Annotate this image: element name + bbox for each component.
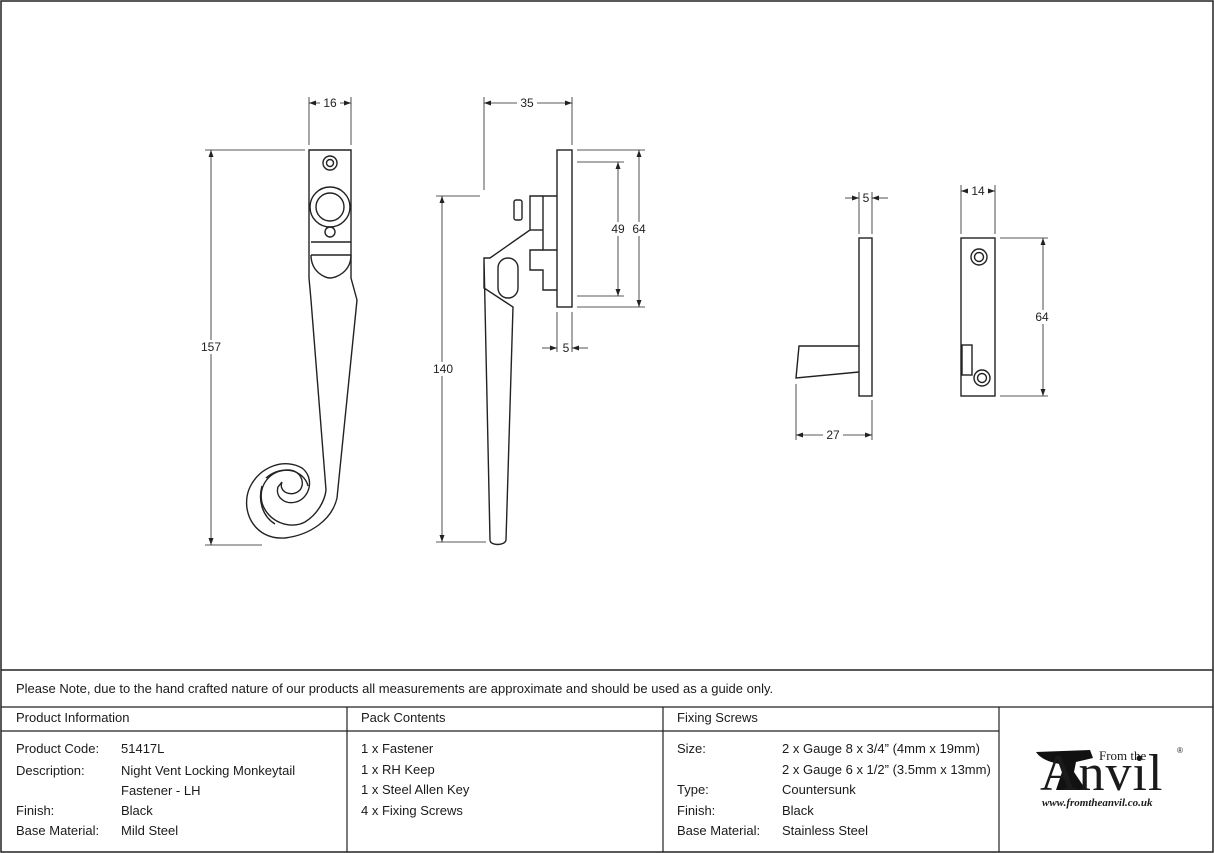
- screw-finish-label: Finish:: [677, 803, 716, 818]
- product-info-header: Product Information: [16, 710, 130, 725]
- fixing-screws-header: Fixing Screws: [677, 710, 758, 725]
- dim-plate-inner: 49: [611, 222, 625, 236]
- pack-item: 4 x Fixing Screws: [361, 803, 463, 818]
- dim-fastener-depth: 35: [520, 96, 534, 110]
- dim-keep-thickness: 5: [863, 191, 870, 205]
- dim-keep-height: 64: [1035, 310, 1049, 324]
- pack-contents-header: Pack Contents: [361, 710, 446, 725]
- dim-plate-thickness: 5: [563, 341, 570, 355]
- product-code-label: Product Code:: [16, 741, 100, 756]
- dim-keep-depth: 27: [826, 428, 840, 442]
- disclaimer-note: Please Note, due to the hand crafted nat…: [16, 681, 774, 696]
- pack-item: 1 x Fastener: [361, 741, 434, 756]
- pack-item: 1 x RH Keep: [361, 762, 435, 777]
- keep-front-view: [960, 237, 996, 397]
- dim-fastener-width: 16: [323, 96, 337, 110]
- screw-finish-value: Black: [782, 803, 814, 818]
- dim-keep-width: 14: [971, 184, 985, 198]
- product-code-value: 51417L: [121, 741, 165, 756]
- screw-material-label: Base Material:: [677, 823, 761, 838]
- screw-material-value: Stainless Steel: [782, 823, 868, 838]
- base-material-value: Mild Steel: [121, 823, 179, 838]
- logo-registered-mark: ®: [1177, 746, 1183, 755]
- screw-type-value: Countersunk: [782, 782, 856, 797]
- screw-type-label: Type:: [677, 782, 709, 797]
- finish-value: Black: [121, 803, 153, 818]
- anvil-logo-icon: [1036, 750, 1093, 790]
- fastener-side-view: [483, 149, 573, 546]
- screw-size-label: Size:: [677, 741, 706, 756]
- logo-url: www.fromtheanvil.co.uk: [1042, 797, 1153, 809]
- logo-brand: Anvil: [1040, 745, 1164, 802]
- pack-item: 1 x Steel Allen Key: [361, 782, 470, 797]
- description-value: Night Vent Locking Monkeytail: [121, 763, 296, 778]
- dim-fastener-height: 157: [201, 340, 221, 354]
- fastener-front-view: [245, 149, 358, 539]
- logo-from-the: From the: [1099, 748, 1147, 763]
- dim-plate-outer: 64: [632, 222, 646, 236]
- description-label: Description:: [16, 763, 85, 778]
- screw-size-value-2: 2 x Gauge 6 x 1/2” (3.5mm x 13mm): [782, 762, 991, 777]
- base-material-label: Base Material:: [16, 823, 100, 838]
- screw-size-value: 2 x Gauge 8 x 3/4” (4mm x 19mm): [782, 741, 980, 756]
- description-value-cont: Fastener - LH: [121, 783, 201, 798]
- finish-label: Finish:: [16, 803, 55, 818]
- keep-side-view: [795, 237, 873, 397]
- dim-fastener-side-height: 140: [433, 362, 453, 376]
